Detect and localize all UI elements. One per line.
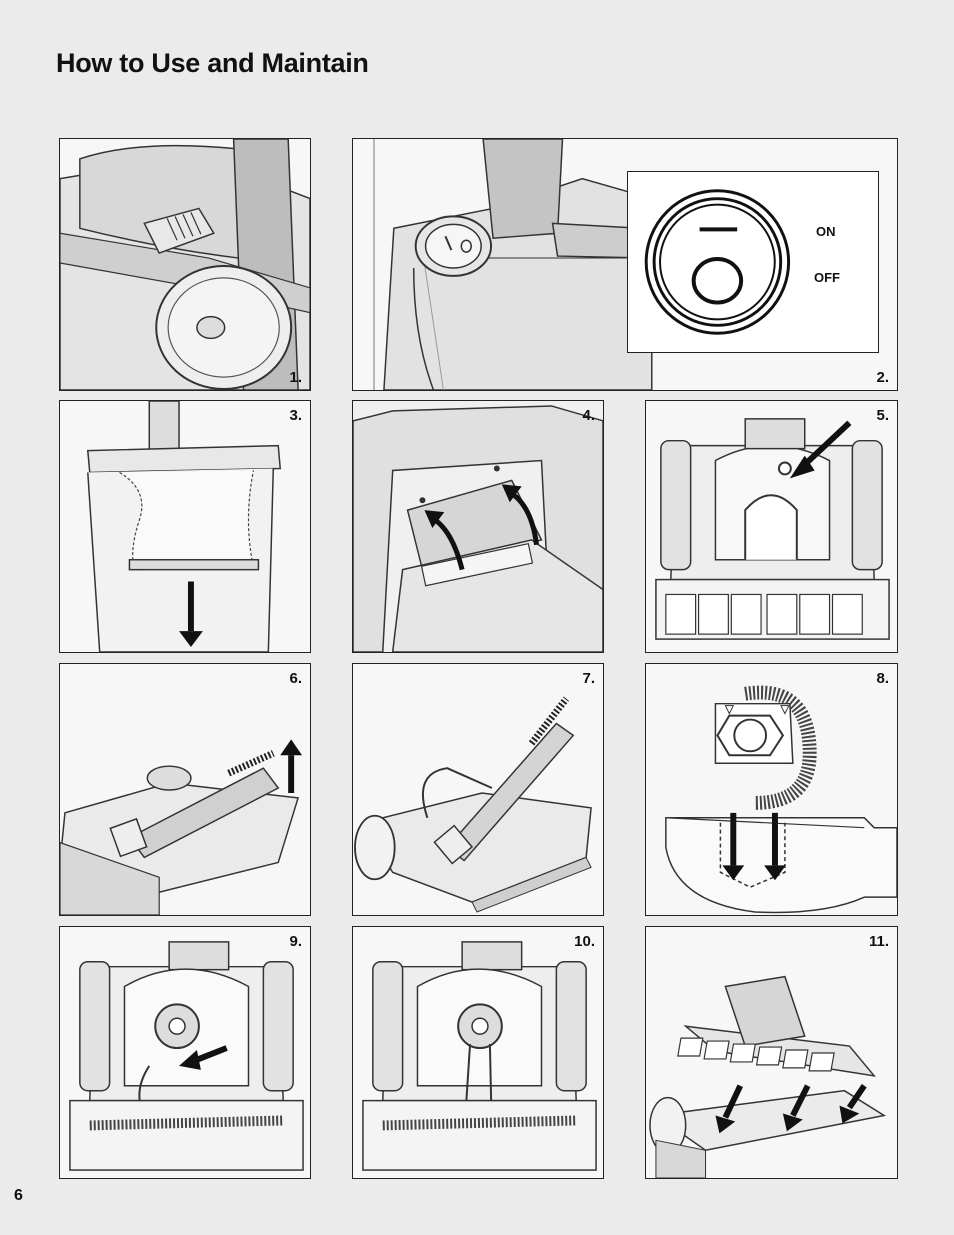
step-7-illustration: 7. (352, 663, 604, 916)
step-number: 1. (289, 369, 302, 386)
dust-cup-removal-drawing (86, 401, 282, 652)
brush-roll-cover-attach-drawing (649, 975, 887, 1178)
step-number: 7. (582, 670, 595, 687)
belt-pulley-replacement-drawing (665, 685, 897, 914)
step-8-illustration: 8. (645, 663, 898, 916)
brush-roll-removal-drawing (60, 739, 303, 915)
step-number: 4. (582, 407, 595, 424)
belt-installation-drawing (69, 941, 304, 1171)
step-number: 5. (876, 407, 889, 424)
brush-roll-lifted-drawing (354, 696, 592, 913)
step-number: 9. (289, 933, 302, 950)
step-number: 10. (574, 933, 595, 950)
step-number: 2. (876, 369, 889, 386)
switch-off-label: OFF (814, 270, 840, 285)
page-number: 6 (14, 1187, 23, 1204)
filter-access-drawing (353, 401, 603, 652)
step-2-illustration: ON OFF 2. (352, 138, 898, 391)
step-number: 6. (289, 670, 302, 687)
belt-on-pulley-drawing (362, 941, 597, 1171)
step-6-illustration: 6. (59, 663, 311, 916)
rocker-switch-icon (644, 189, 791, 335)
brush-roll-cover-screw-drawing (655, 418, 890, 640)
step-9-illustration: 9. (59, 926, 311, 1179)
step-number: 11. (868, 933, 889, 950)
step-4-illustration: 4. (352, 400, 604, 653)
page-title: How to Use and Maintain (56, 48, 369, 78)
power-switch-detail-inset: ON OFF (627, 171, 879, 353)
step-number: 8. (876, 670, 889, 687)
step-3-illustration: 3. (59, 400, 311, 653)
step-10-illustration: 10. (352, 926, 604, 1179)
step-number: 3. (289, 407, 302, 424)
switch-on-label: ON (816, 224, 836, 239)
step-5-illustration: 5. (645, 400, 898, 653)
step-1-illustration: 1. (59, 138, 311, 391)
power-switch-drawing (373, 139, 653, 390)
step-11-illustration: 11. (645, 926, 898, 1179)
height-adjust-pedal-drawing (60, 139, 310, 390)
